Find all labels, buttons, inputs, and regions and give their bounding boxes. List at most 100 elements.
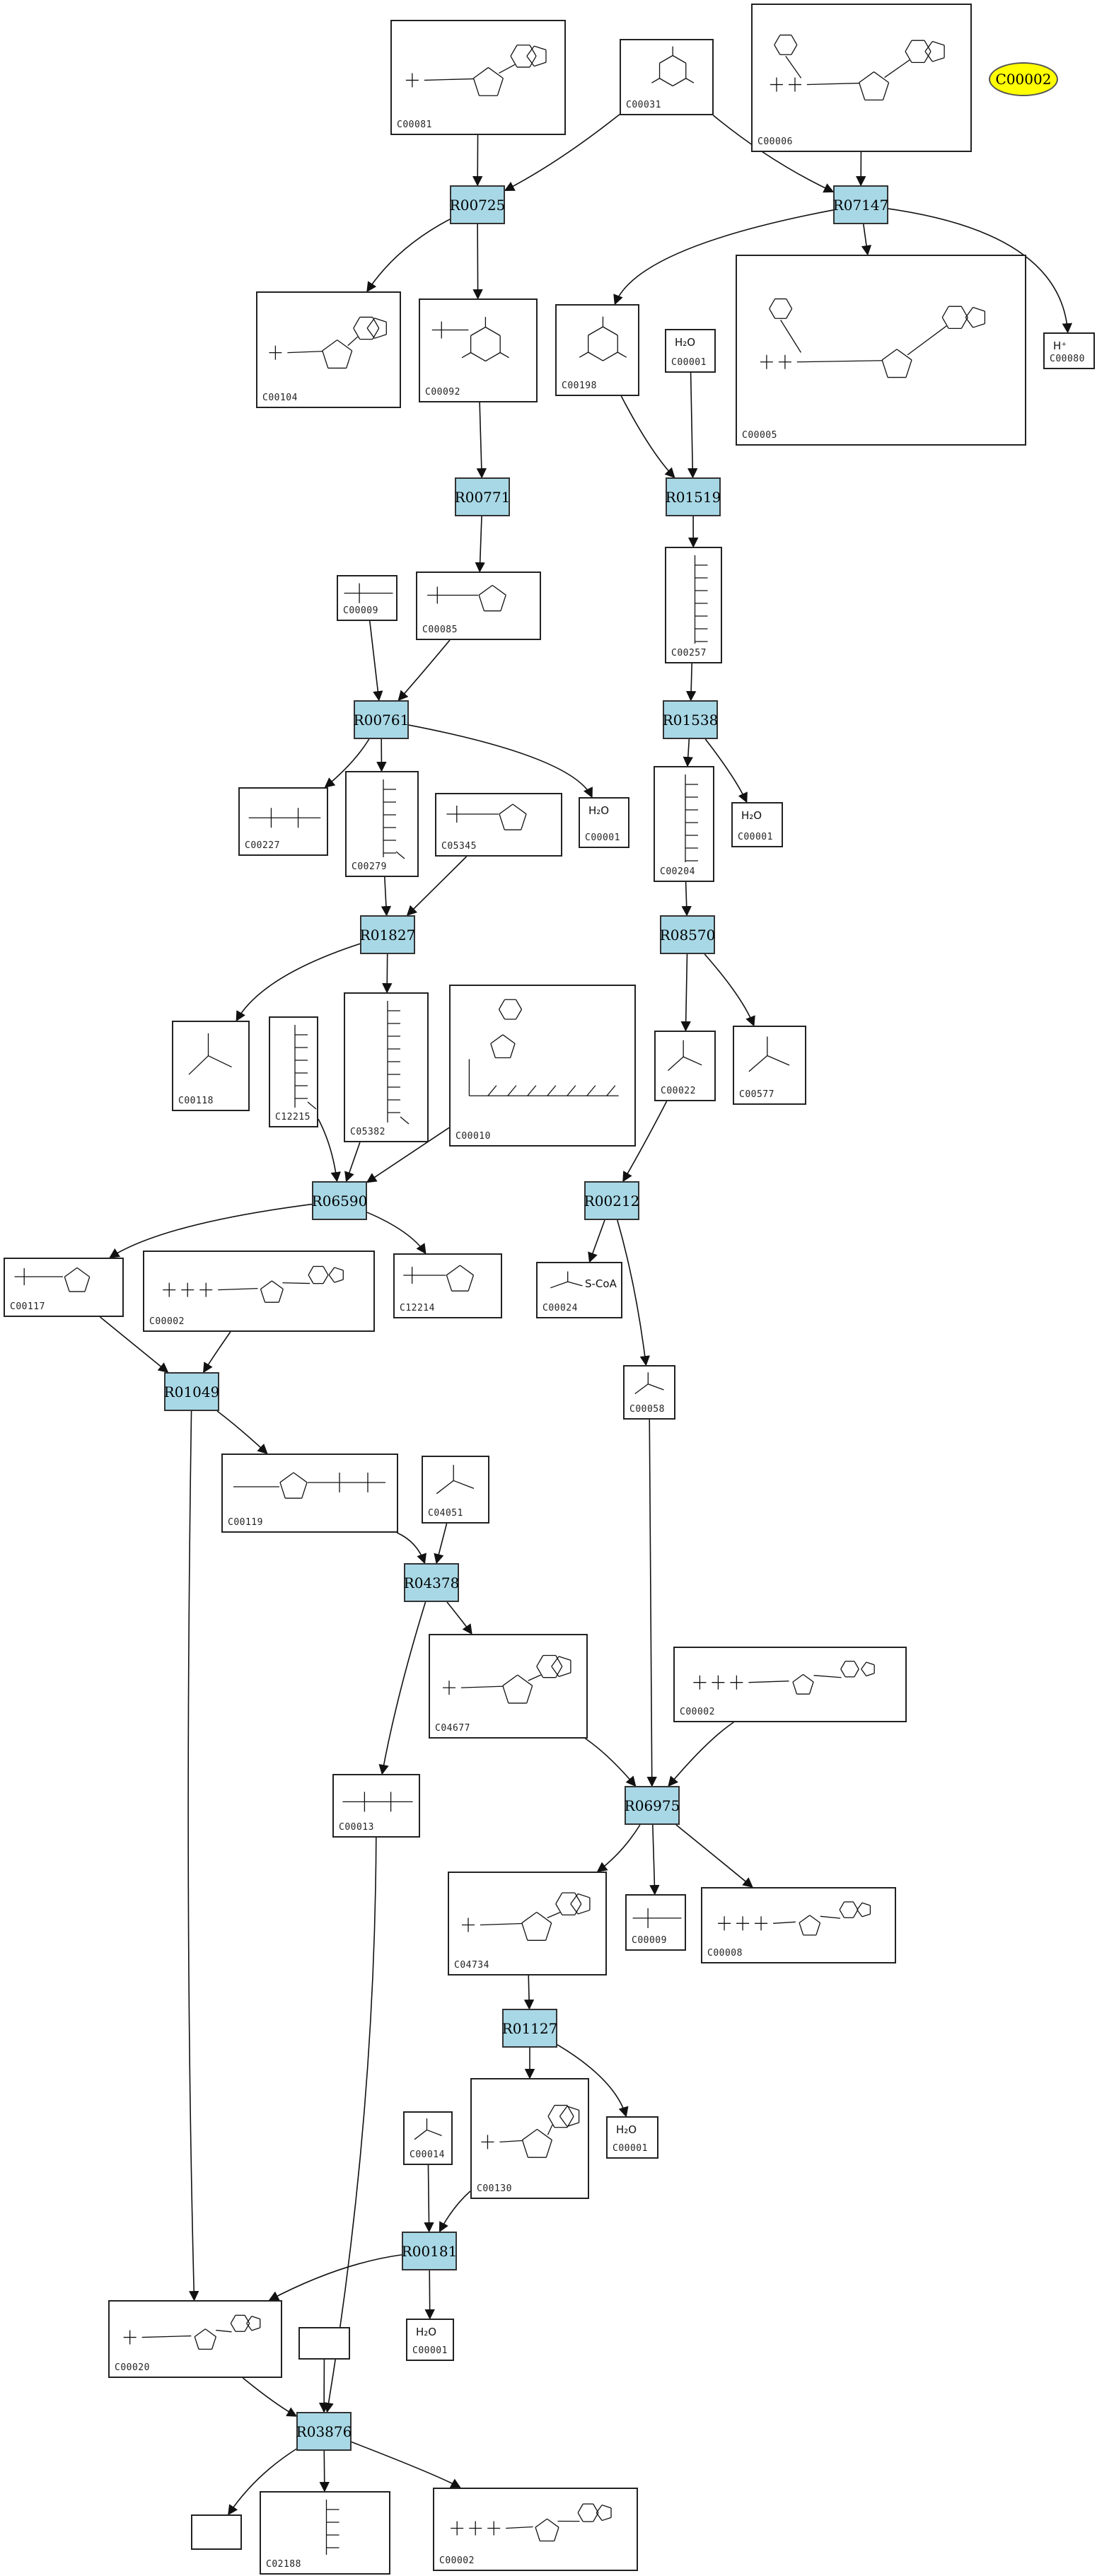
edge-arrow bbox=[528, 1975, 529, 2009]
structure-sketch bbox=[451, 986, 637, 1148]
compound-node-c00085[interactable]: C00085 bbox=[416, 572, 541, 640]
compound-node-c00119[interactable]: C00119 bbox=[221, 1454, 398, 1533]
compound-node-c12214[interactable]: C12214 bbox=[393, 1253, 502, 1318]
reaction-node-r04378[interactable]: R04378 bbox=[404, 1563, 459, 1602]
compound-node-c04051[interactable]: C04051 bbox=[422, 1456, 489, 1524]
compound-node-c04734[interactable]: C04734 bbox=[448, 1872, 607, 1975]
compound-node-c00104[interactable]: C00104 bbox=[256, 291, 401, 408]
compound-id-label: C00001 bbox=[738, 832, 773, 842]
reaction-node-r00725[interactable]: R00725 bbox=[450, 185, 505, 224]
compound-node-c00009[interactable]: C00009 bbox=[625, 1894, 686, 1951]
structure-sketch bbox=[345, 994, 430, 1144]
compound-node-c05345[interactable]: C05345 bbox=[435, 793, 562, 857]
compound-id-label: C00022 bbox=[661, 1086, 696, 1096]
structure-sketch bbox=[737, 256, 1028, 447]
compound-id-label: C00013 bbox=[339, 1822, 374, 1833]
edge-arrow bbox=[385, 877, 387, 915]
compound-node-c00117[interactable]: C00117 bbox=[4, 1258, 124, 1317]
compound-node-c00002[interactable]: C00002 bbox=[433, 2488, 638, 2571]
compound-node-c00118[interactable]: C00118 bbox=[172, 1021, 250, 1111]
compound-id-label: C05345 bbox=[441, 841, 477, 852]
reaction-node-r01127[interactable]: R01127 bbox=[502, 2009, 557, 2048]
compound-node-c00198[interactable]: C00198 bbox=[555, 304, 639, 396]
reaction-node-r08570[interactable]: R08570 bbox=[660, 915, 715, 954]
compound-node-c00227[interactable]: C00227 bbox=[238, 787, 328, 856]
compound-node-empty[interactable] bbox=[191, 2514, 242, 2550]
compound-id-label: C00058 bbox=[629, 1404, 665, 1415]
structure-sketch bbox=[1045, 334, 1096, 371]
reaction-node-r07147[interactable]: R07147 bbox=[833, 185, 888, 224]
compound-id-label: C00257 bbox=[671, 648, 707, 658]
edge-arrow bbox=[590, 1220, 605, 1262]
compound-node-c00005[interactable]: C00005 bbox=[736, 255, 1026, 446]
reaction-node-r01519[interactable]: R01519 bbox=[666, 477, 721, 516]
compound-id-label: C12214 bbox=[400, 1303, 435, 1313]
structure-sketch bbox=[300, 2328, 352, 2361]
compound-id-label: C00130 bbox=[477, 2183, 512, 2194]
compound-node-c00013[interactable]: C00013 bbox=[332, 1774, 420, 1838]
compound-node-c00081[interactable]: C00081 bbox=[390, 20, 566, 135]
reaction-node-r00181[interactable]: R00181 bbox=[402, 2232, 457, 2270]
compound-id-label: C04734 bbox=[454, 1960, 489, 1971]
reaction-label: R04378 bbox=[404, 1574, 460, 1591]
compound-node-c00022[interactable]: C00022 bbox=[654, 1031, 716, 1101]
reaction-node-r01049[interactable]: R01049 bbox=[164, 1372, 219, 1411]
compound-node-c00130[interactable]: C00130 bbox=[470, 2078, 589, 2199]
compound-id-label: C00119 bbox=[228, 1517, 263, 1528]
compound-node-c00014[interactable]: C00014 bbox=[403, 2111, 453, 2165]
reaction-node-r06590[interactable]: R06590 bbox=[312, 1181, 367, 1220]
compound-node-c00058[interactable]: C00058 bbox=[623, 1365, 675, 1420]
compound-node-c00001[interactable]: H₂O C00001 bbox=[731, 802, 783, 847]
reaction-node-r00212[interactable]: R00212 bbox=[584, 1181, 639, 1220]
compound-node-c12215[interactable]: C12215 bbox=[269, 1016, 318, 1127]
edge-arrow bbox=[318, 1119, 337, 1181]
compound-node-c02188[interactable]: C02188 bbox=[260, 2491, 390, 2575]
compound-id-label: C00008 bbox=[707, 1948, 743, 1959]
edge-arrow bbox=[347, 1142, 360, 1181]
legend-compound-ellipse[interactable]: C00002 bbox=[989, 62, 1058, 96]
compound-id-label: C00001 bbox=[585, 832, 620, 843]
reaction-node-r01538[interactable]: R01538 bbox=[663, 700, 718, 739]
reaction-node-r03876[interactable]: R03876 bbox=[296, 2412, 352, 2451]
compound-node-c00204[interactable]: C00204 bbox=[654, 766, 714, 882]
reaction-node-r01827[interactable]: R01827 bbox=[360, 915, 415, 954]
compound-node-c00010[interactable]: C00010 bbox=[449, 985, 636, 1147]
compound-node-c05382[interactable]: C05382 bbox=[344, 992, 429, 1142]
compound-node-c00006[interactable]: C00006 bbox=[751, 4, 972, 152]
compound-node-empty[interactable] bbox=[298, 2327, 350, 2360]
reaction-label: R00771 bbox=[455, 489, 511, 506]
reaction-label: R01538 bbox=[663, 712, 719, 729]
compound-formula: H₂O bbox=[741, 809, 762, 822]
compound-node-c00002[interactable]: C00002 bbox=[143, 1251, 375, 1332]
compound-node-c00279[interactable]: C00279 bbox=[345, 771, 419, 877]
reaction-label: R06590 bbox=[312, 1193, 368, 1209]
reaction-node-r00761[interactable]: R00761 bbox=[354, 700, 409, 739]
compound-formula: H⁺ bbox=[1053, 340, 1067, 352]
edge-arrow bbox=[586, 1739, 636, 1786]
compound-id-label: C00005 bbox=[742, 430, 777, 441]
compound-node-c00031[interactable]: C00031 bbox=[620, 39, 714, 115]
compound-id-label: C00081 bbox=[397, 120, 432, 130]
compound-node-c00080[interactable]: H⁺C00080 bbox=[1043, 332, 1095, 369]
compound-id-label: C05382 bbox=[350, 1127, 385, 1137]
compound-node-c00257[interactable]: C00257 bbox=[665, 547, 722, 663]
compound-node-c04677[interactable]: C04677 bbox=[429, 1634, 588, 1739]
compound-node-c00092[interactable]: C00092 bbox=[419, 298, 538, 402]
edge-arrow bbox=[864, 224, 868, 255]
reaction-node-r00771[interactable]: R00771 bbox=[455, 477, 510, 516]
compound-id-label: C00577 bbox=[739, 1089, 774, 1100]
compound-id-label: C00031 bbox=[626, 100, 661, 110]
reaction-node-r06975[interactable]: R06975 bbox=[625, 1786, 680, 1825]
compound-node-c00008[interactable]: C00008 bbox=[701, 1887, 896, 1963]
compound-node-c00020[interactable]: C00020 bbox=[108, 2300, 282, 2378]
compound-node-c00002[interactable]: C00002 bbox=[673, 1647, 907, 1722]
compound-node-c00577[interactable]: C00577 bbox=[733, 1026, 806, 1105]
compound-node-c00009[interactable]: C00009 bbox=[337, 575, 397, 621]
structure-sketch bbox=[192, 2516, 243, 2551]
structure-sketch bbox=[472, 2079, 591, 2200]
